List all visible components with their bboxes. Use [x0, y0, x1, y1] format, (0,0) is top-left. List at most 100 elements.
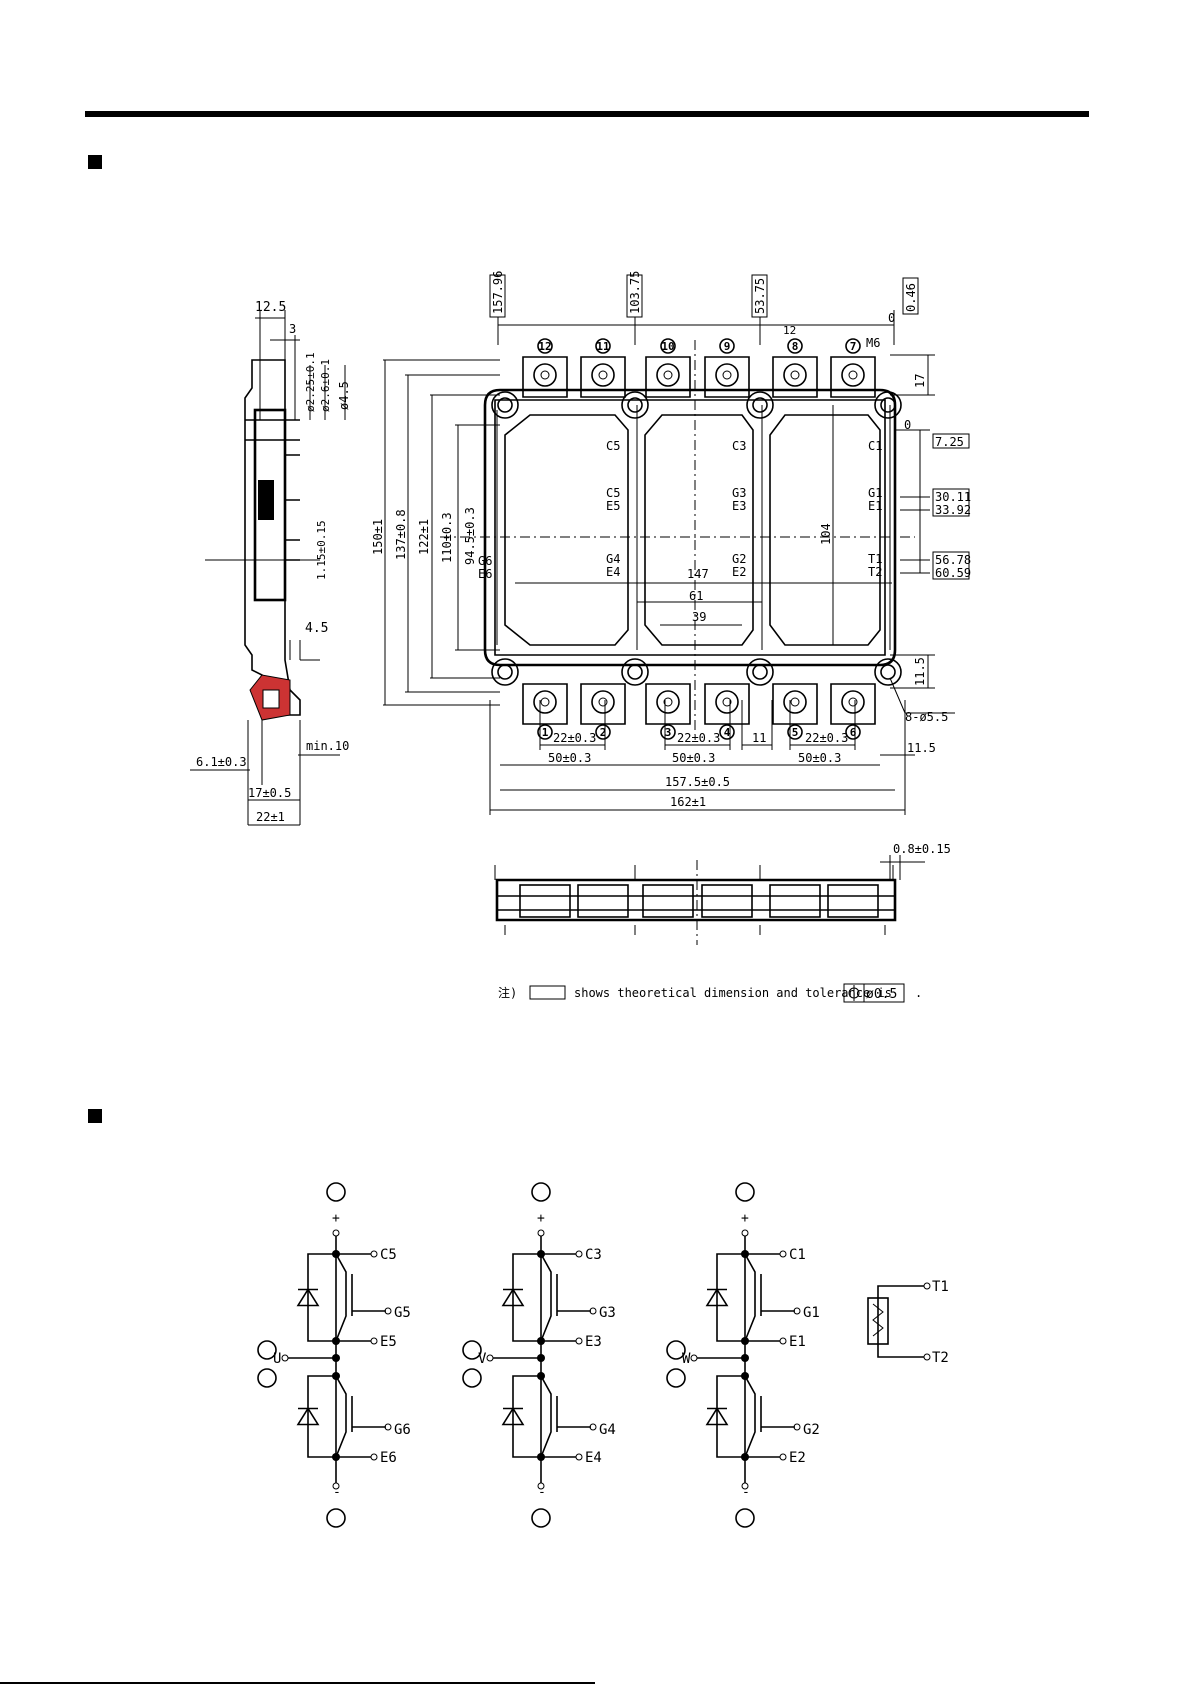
note-prefix: 注)	[498, 985, 517, 1000]
pin-g4: G4	[606, 552, 620, 566]
dc-minus-terminal-circle	[735, 1508, 755, 1528]
pin-c1: C1	[868, 439, 882, 453]
terminal-hole	[715, 363, 739, 387]
hdim-22b: 22±0.3	[677, 731, 720, 745]
emitter-pin-bottom	[575, 1453, 583, 1461]
boxed-top-4: 0.46	[904, 283, 918, 312]
mounting-hole-inner	[497, 664, 513, 680]
terminal-hole-center	[848, 697, 858, 707]
front-tab	[701, 884, 753, 918]
terminal-label: C5	[380, 1247, 397, 1263]
terminal-hole	[656, 363, 680, 387]
diode-symbol	[705, 1406, 729, 1426]
terminal-number-circle	[719, 724, 735, 740]
dc-minus-terminal-circle	[531, 1508, 551, 1528]
terminal-tab	[645, 356, 691, 398]
mounting-hole	[874, 658, 902, 686]
top-label-12: 12	[783, 324, 796, 337]
boxed-top-1: 157.96	[491, 271, 505, 314]
thermistor-pin-1	[923, 1282, 931, 1290]
pin-e1: E1	[868, 499, 882, 513]
terminal-tab	[522, 356, 568, 398]
terminal-number-circle	[595, 724, 611, 740]
thermistor-label: T2	[932, 1350, 949, 1366]
terminal-number-circle	[660, 724, 676, 740]
terminal-hole-center	[663, 697, 673, 707]
igbt-symbol	[335, 1253, 386, 1342]
gate-pin	[589, 1423, 597, 1431]
terminal-label: E6	[380, 1450, 397, 1466]
terminal-number-circle	[537, 338, 553, 354]
hdim-50c: 50±0.3	[798, 751, 841, 765]
hdim-11-5: 11.5	[907, 741, 936, 755]
plus-pin	[741, 1229, 749, 1237]
minus-label: -	[538, 1485, 546, 1500]
terminal-hole-center	[663, 370, 673, 380]
terminal-hole-center	[540, 370, 550, 380]
terminal-number-circle	[787, 724, 803, 740]
terminal-label: E4	[585, 1450, 602, 1466]
terminal-number: 2	[600, 726, 607, 739]
minus-label: -	[742, 1485, 750, 1500]
terminal-hole	[783, 690, 807, 714]
terminal-label: G4	[599, 1422, 616, 1438]
plus-label: +	[537, 1211, 545, 1226]
plus-pin	[537, 1229, 545, 1237]
front-tab	[769, 884, 821, 918]
terminal-hole	[591, 690, 615, 714]
terminal-number-circle	[537, 724, 553, 740]
ac-terminal-circle-a	[666, 1340, 686, 1360]
terminal-hole-center	[790, 370, 800, 380]
diode-loop	[512, 1375, 541, 1458]
mounting-hole	[491, 391, 519, 419]
emitter-pin-bottom	[779, 1453, 787, 1461]
igbt-symbol	[335, 1375, 386, 1458]
pin-t1: T1	[868, 552, 882, 566]
boxed-right-3: 33.92	[935, 503, 971, 517]
terminal-label: G3	[599, 1305, 616, 1321]
terminal-hole	[715, 690, 739, 714]
terminal-hole	[783, 363, 807, 387]
terminal-number-circle	[845, 724, 861, 740]
side-dim-8: min.10	[306, 739, 349, 753]
pin-g6: G6	[478, 554, 492, 568]
mounting-hole-inner	[880, 664, 896, 680]
ac-terminal-circle-b	[257, 1368, 277, 1388]
pin-e6: E6	[478, 567, 492, 581]
terminal-hole	[841, 690, 865, 714]
terminal-hole-center	[790, 697, 800, 707]
front-tab	[519, 884, 571, 918]
hdim-22a: 22±0.3	[553, 731, 596, 745]
terminal-hole-center	[598, 370, 608, 380]
igbt-symbol	[744, 1253, 795, 1342]
plus-label: +	[741, 1211, 749, 1226]
section-bullet-circuit	[88, 1109, 102, 1123]
side-dim-5: ø4.5	[337, 381, 351, 410]
ac-terminal-circle-b	[462, 1368, 482, 1388]
pin-c3: C3	[732, 439, 746, 453]
terminal-tab	[830, 356, 876, 398]
side-dim-11: 22±1	[256, 810, 285, 824]
pin-e3: E3	[732, 499, 746, 513]
terminal-number: 3	[665, 726, 672, 739]
terminal-label: G2	[803, 1422, 820, 1438]
thermistor-label: T1	[932, 1279, 949, 1295]
terminal-hole-center	[598, 697, 608, 707]
pin-c5a: C5	[606, 439, 620, 453]
side-dim-10: 17±0.5	[248, 786, 291, 800]
mounting-hole-inner	[752, 397, 768, 413]
terminal-hole-center	[540, 697, 550, 707]
terminal-tab	[830, 683, 876, 725]
hdim-50b: 50±0.3	[672, 751, 715, 765]
diode-loop	[512, 1253, 541, 1342]
boxed-right-1: 7.25	[935, 435, 964, 449]
dc-plus-terminal-circle	[531, 1182, 551, 1202]
igbt-symbol	[540, 1253, 591, 1342]
pin-e2: E2	[732, 565, 746, 579]
tolerance-note: 注) shows theoretical dimension and toler…	[498, 983, 922, 1003]
front-tab	[577, 884, 629, 918]
